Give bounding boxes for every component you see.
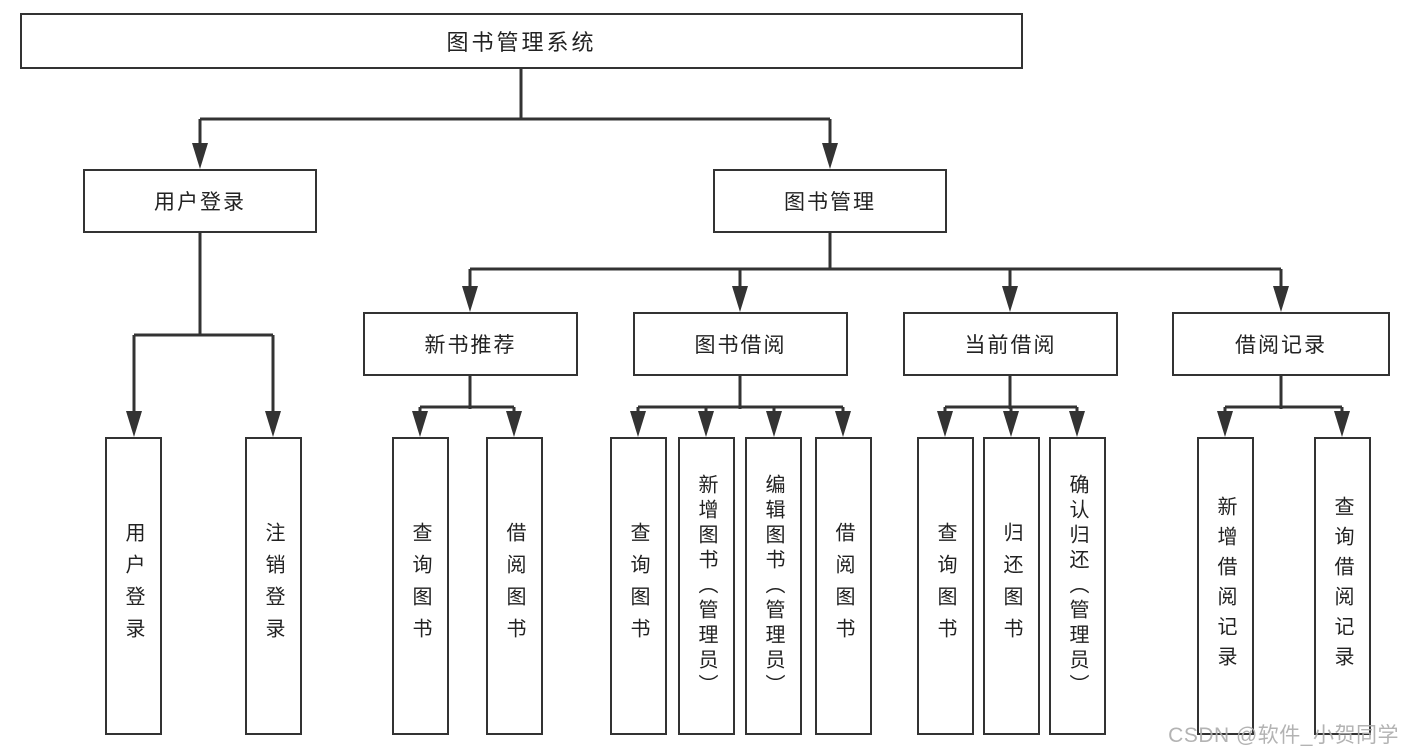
leaf-borrow-books: 借阅图书 [815,437,872,735]
leaf-query-borrow-record: 查询借阅记录 [1314,437,1371,735]
node-new-book-recommendation: 新书推荐 [363,312,578,376]
leaf-query-books-recommend: 查询图书 [392,437,449,735]
leaf-label: 归还图书 [1000,522,1022,650]
csdn-watermark: CSDN @软件_小贺同学 [1168,724,1399,747]
leaf-return-books: 归还图书 [983,437,1040,735]
leaf-label: 借阅图书 [832,522,854,650]
node-label: 图书借阅 [694,334,787,357]
node-borrowing-records: 借阅记录 [1172,312,1390,376]
leaf-user-login: 用户登录 [105,437,162,735]
leaf-label: 新增图书（管理员） [695,473,717,699]
node-book-borrowing: 图书借阅 [633,312,848,376]
leaf-label: 查询图书 [409,522,431,650]
node-current-borrowing: 当前借阅 [903,312,1118,376]
leaf-label: 确认归还（管理员） [1066,473,1088,699]
node-label: 用户登录 [154,191,246,214]
leaf-label: 借阅图书 [503,522,525,650]
node-label: 图书管理 [784,191,876,214]
leaf-borrow-books-recommend: 借阅图书 [486,437,543,735]
leaf-query-books-borrow: 查询图书 [610,437,667,735]
leaf-label: 查询借阅记录 [1331,496,1353,676]
node-label: 当前借阅 [964,334,1057,357]
leaf-label: 用户登录 [122,522,144,650]
leaf-label: 查询图书 [934,522,956,650]
node-user-login: 用户登录 [83,169,317,233]
leaf-label: 查询图书 [627,522,649,650]
tree-branch-lines [132,68,1344,413]
node-book-management: 图书管理 [713,169,947,233]
leaf-query-books-current: 查询图书 [917,437,974,735]
leaf-add-books-admin: 新增图书（管理员） [678,437,735,735]
node-label: 新书推荐 [424,334,517,357]
node-label: 图书管理系统 [446,30,597,55]
leaf-label: 编辑图书（管理员） [762,473,784,699]
arrowheads [126,143,1350,437]
leaf-label: 注销登录 [262,522,284,650]
leaf-confirm-return-admin: 确认归还（管理员） [1049,437,1106,735]
leaf-label: 新增借阅记录 [1214,496,1236,676]
node-label: 借阅记录 [1235,334,1327,357]
leaf-edit-books-admin: 编辑图书（管理员） [745,437,802,735]
leaf-add-borrow-record: 新增借阅记录 [1197,437,1254,735]
leaf-logout: 注销登录 [245,437,302,735]
node-library-management-system: 图书管理系统 [20,13,1023,69]
